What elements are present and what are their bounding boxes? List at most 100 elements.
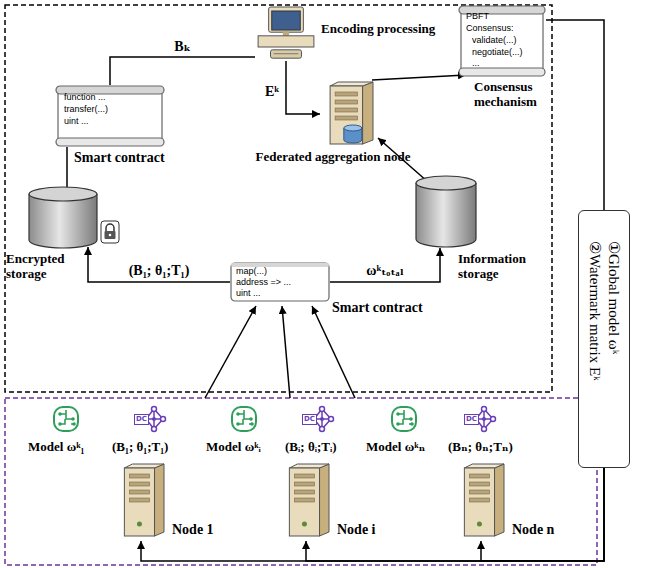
drawing-part bbox=[155, 464, 164, 536]
drawing-part bbox=[124, 468, 154, 536]
drawing-part bbox=[469, 490, 489, 494]
node-label: Smart contract bbox=[74, 150, 165, 166]
node-shape bbox=[455, 462, 507, 540]
node-shape bbox=[280, 462, 332, 540]
drawing-part bbox=[232, 407, 256, 431]
drawing-part bbox=[5, 398, 597, 565]
icon-badge: DC bbox=[464, 414, 479, 425]
drawing-part bbox=[231, 263, 329, 301]
connector bbox=[306, 468, 604, 561]
connector bbox=[330, 248, 440, 282]
model-label: (B₁; θ₁;T₁) bbox=[112, 440, 168, 455]
icon-badge: DC bbox=[134, 414, 149, 425]
connector bbox=[110, 57, 255, 85]
drawing-part bbox=[283, 31, 289, 35]
drawing-part bbox=[56, 138, 164, 146]
node-icon bbox=[320, 80, 376, 148]
diagram-node: Node i bbox=[277, 460, 389, 544]
model-label: Model ωᵏₙ bbox=[366, 440, 425, 455]
connector bbox=[372, 75, 466, 80]
drawing-part bbox=[29, 187, 97, 201]
drawing-part bbox=[58, 88, 162, 144]
drawing-part bbox=[289, 464, 329, 468]
drawing-part bbox=[101, 221, 119, 243]
drawing-part bbox=[258, 36, 314, 47]
node-shape bbox=[115, 462, 167, 540]
drawing-part bbox=[294, 498, 314, 502]
drawing-part bbox=[330, 86, 362, 144]
diagram-node: Information storage bbox=[410, 172, 548, 288]
diagram-node: Node n bbox=[452, 460, 564, 544]
drawing-part bbox=[363, 82, 373, 144]
drawing-part bbox=[392, 407, 416, 431]
node-shape bbox=[28, 186, 98, 248]
connector bbox=[546, 20, 604, 210]
drawing-part bbox=[109, 234, 112, 237]
drawing-part bbox=[124, 464, 164, 468]
node-label: Node i bbox=[337, 522, 376, 538]
diagram-node: Encoding processing bbox=[253, 3, 453, 65]
rotated-text-group: ①Global model ωᵏ②Watermark matrix Eᵏ bbox=[585, 235, 623, 481]
node-icon bbox=[28, 186, 98, 248]
drawing-part bbox=[335, 100, 357, 104]
node-icon bbox=[115, 462, 167, 540]
connector bbox=[66, 147, 68, 188]
diagram-node: function ...transfer(...)uint ...Smart c… bbox=[50, 82, 174, 170]
drawing-part bbox=[469, 498, 489, 502]
drawing-part bbox=[464, 468, 494, 536]
diagram-node: PBFTConsensus:validate(...)negotiate(...… bbox=[455, 3, 548, 115]
drawing-part bbox=[294, 490, 314, 494]
lock-icon bbox=[100, 220, 120, 244]
code-line: PBFT bbox=[466, 11, 489, 21]
drawing-part bbox=[269, 7, 304, 32]
drawing-part bbox=[129, 498, 149, 502]
model-label: (Bᵢ; θᵢ;Tᵢ) bbox=[285, 440, 337, 455]
edge-label: ωᵏₜₒₜₐₗ bbox=[364, 263, 406, 278]
node-shape bbox=[578, 210, 630, 468]
code-line: function ... bbox=[64, 92, 106, 102]
diagram-node: Node 1 bbox=[112, 460, 224, 544]
drawing-part bbox=[129, 490, 149, 494]
rotated-label: ①Global model ωᵏ bbox=[604, 235, 623, 481]
edge-label: Eᵏ bbox=[263, 84, 281, 99]
connector bbox=[88, 247, 230, 282]
drawing-part bbox=[416, 183, 476, 247]
model-label: Model ωᵏᵢ bbox=[206, 440, 261, 455]
drawing-part bbox=[105, 231, 116, 239]
code-line: Consensus: bbox=[466, 23, 514, 33]
drawing-part bbox=[335, 92, 357, 96]
drawing-part bbox=[5, 5, 552, 392]
drawing-part bbox=[461, 8, 543, 74]
drawing-part bbox=[469, 482, 489, 486]
edge-label: Bₖ bbox=[172, 39, 193, 54]
drawing-part bbox=[54, 407, 78, 431]
node-label: Consensus mechanism bbox=[474, 80, 546, 110]
drawing-part bbox=[495, 464, 504, 536]
drawing-part bbox=[477, 522, 482, 527]
code-line: uint ... bbox=[236, 288, 261, 298]
node-label: Smart contract bbox=[332, 300, 423, 316]
node-icon bbox=[455, 462, 507, 540]
rotated-label: ②Watermark matrix Eᵏ bbox=[585, 235, 604, 481]
drawing-part bbox=[294, 482, 314, 486]
code-line: address => ... bbox=[236, 277, 291, 287]
drawing-part bbox=[344, 125, 362, 131]
drawing-part bbox=[320, 464, 329, 536]
node-label: Node 1 bbox=[172, 522, 214, 538]
drawing-part bbox=[302, 522, 307, 527]
drawing-part bbox=[271, 50, 302, 58]
drawing-part bbox=[129, 482, 149, 486]
drawing-part bbox=[335, 108, 357, 112]
node-shape bbox=[320, 80, 376, 148]
connector bbox=[141, 468, 604, 561]
node-label: Federated aggregation node bbox=[242, 150, 424, 165]
connector bbox=[286, 61, 320, 114]
drawing-part bbox=[335, 116, 357, 120]
drawing-part bbox=[137, 522, 142, 527]
drawing-part bbox=[312, 306, 355, 398]
node-label: Encrypted storage bbox=[6, 252, 76, 282]
code-line: map(...) bbox=[236, 266, 267, 276]
drawing-part bbox=[416, 176, 476, 190]
node-label: Encoding processing bbox=[321, 22, 435, 37]
